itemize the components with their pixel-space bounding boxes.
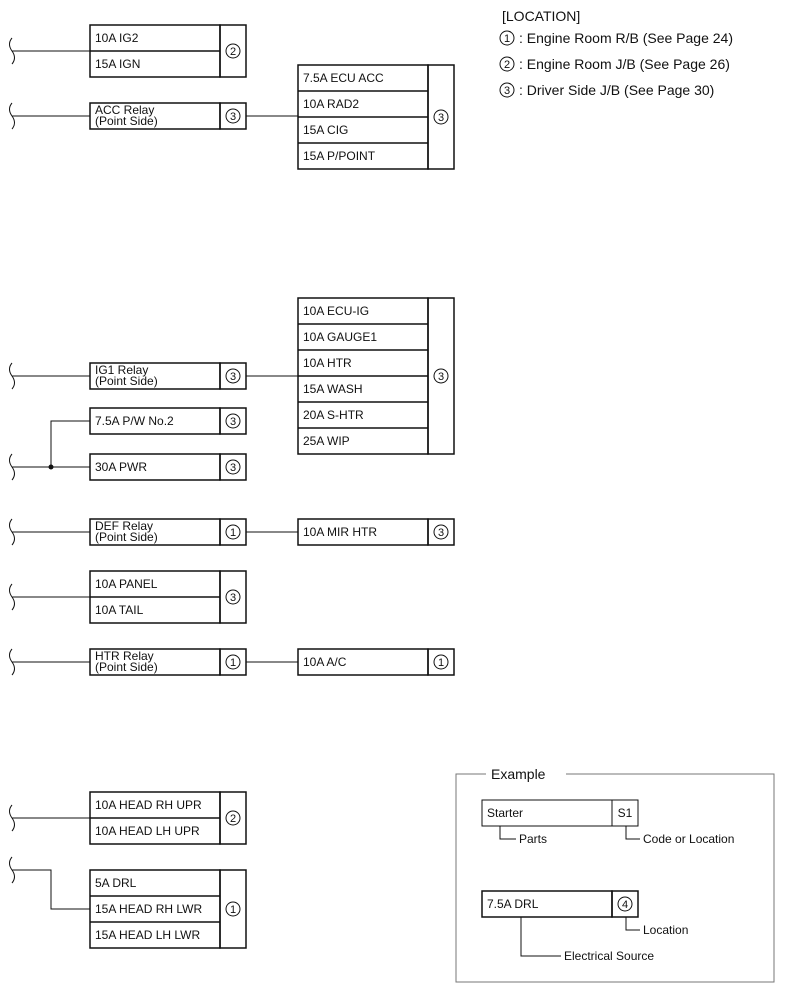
source-caption: Electrical Source [564, 949, 654, 963]
location-item-number: 2 [504, 59, 510, 71]
relay-label: ACC Relay [95, 103, 154, 117]
fuse-label: 10A TAIL [95, 603, 144, 617]
fuse-label: 5A DRL [95, 876, 137, 890]
location-number: 3 [230, 592, 236, 604]
fuse-block-acc-group: 7.5A ECU ACC 10A RAD2 15A CIG 15A P/POIN… [297, 64, 455, 170]
relay-sublabel: (Point Side) [95, 374, 158, 388]
location-number: 1 [438, 657, 444, 669]
fuse-label: 10A HTR [303, 356, 352, 370]
fuse-block-ig1-group: 10A ECU-IG 10A GAUGE1 10A HTR 15A WASH 2… [297, 297, 455, 455]
example-source-block: 7.5A DRL 4 [481, 890, 639, 918]
fuse-label: 15A IGN [95, 57, 140, 71]
example-location-number: 4 [622, 899, 628, 911]
relay-label: IG1 Relay [95, 363, 148, 377]
location-number: 3 [438, 112, 444, 124]
fuse-label: 10A RAD2 [303, 97, 359, 111]
example-part-label: Starter [487, 806, 523, 820]
source-block-pw-no2: 7.5A P/W No.2 3 [89, 407, 247, 435]
source-block-htr-relay: HTR Relay (Point Side) 1 [89, 648, 247, 676]
example-code: S1 [618, 806, 633, 820]
fuse-label: 10A HEAD RH UPR [95, 798, 202, 812]
relay-label: HTR Relay [95, 649, 154, 663]
location-title: [LOCATION] [502, 8, 580, 24]
source-block-def-relay: DEF Relay (Point Side) 1 [89, 518, 247, 546]
location-item-number: 1 [504, 33, 510, 45]
fuse-label: 10A A/C [303, 655, 347, 669]
location-number: 3 [438, 371, 444, 383]
fuse-block-mir-htr: 10A MIR HTR 3 [297, 518, 455, 546]
fuse-label: 7.5A P/W No.2 [95, 414, 174, 428]
junction-dot [48, 464, 54, 470]
location-item-text: : Engine Room J/B (See Page 26) [519, 56, 730, 72]
example-title: Example [491, 766, 546, 782]
source-block-ig1-relay: IG1 Relay (Point Side) 3 [89, 362, 247, 390]
location-item-number: 3 [504, 85, 510, 97]
source-block-drl-head-lwr: 5A DRL 15A HEAD RH LWR 15A HEAD LH LWR 1 [89, 869, 247, 949]
fuse-label: 7.5A ECU ACC [303, 71, 384, 85]
location-number: 1 [230, 527, 236, 539]
source-block-acc-relay: ACC Relay (Point Side) 3 [89, 102, 247, 130]
fuse-label: 15A P/POINT [303, 149, 376, 163]
location-number: 1 [230, 657, 236, 669]
relay-label: DEF Relay [95, 519, 153, 533]
relay-sublabel: (Point Side) [95, 660, 158, 674]
location-number: 2 [230, 46, 236, 58]
location-number: 3 [230, 111, 236, 123]
relay-sublabel: (Point Side) [95, 114, 158, 128]
location-number: 3 [230, 371, 236, 383]
location-number: 3 [230, 416, 236, 428]
fuse-label: 10A IG2 [95, 31, 139, 45]
fuse-label: 10A HEAD LH UPR [95, 824, 200, 838]
location-item-3: 3 : Driver Side J/B (See Page 30) [499, 82, 714, 98]
wires [9, 37, 298, 910]
source-block-panel-tail: 10A PANEL 10A TAIL 3 [89, 570, 247, 624]
fuse-label: 20A S-HTR [303, 408, 364, 422]
source-block-ig2-ign: 10A IG2 15A IGN 2 [89, 24, 247, 78]
location-number: 2 [230, 813, 236, 825]
example-part-block: Starter S1 [481, 799, 639, 827]
fuse-label: 10A ECU-IG [303, 304, 369, 318]
source-block-pwr: 30A PWR 3 [89, 453, 247, 481]
location-item-2: 2 : Engine Room J/B (See Page 26) [499, 56, 730, 72]
fuse-label: 10A MIR HTR [303, 525, 377, 539]
source-block-head-upr: 10A HEAD RH UPR 10A HEAD LH UPR 2 [89, 791, 247, 845]
code-caption: Code or Location [643, 832, 734, 846]
location-item-text: : Driver Side J/B (See Page 30) [519, 82, 714, 98]
fuse-block-ac: 10A A/C 1 [297, 648, 455, 676]
fuse-label: 15A CIG [303, 123, 348, 137]
parts-caption: Parts [519, 832, 547, 846]
fuse-label: 25A WIP [303, 434, 350, 448]
location-caption: Location [643, 923, 688, 937]
fuse-label: 15A HEAD RH LWR [95, 902, 202, 916]
fuse-label: 30A PWR [95, 460, 147, 474]
example-source-label: 7.5A DRL [487, 897, 539, 911]
wire-branch [50, 420, 90, 467]
fuse-label: 10A PANEL [95, 577, 158, 591]
fuse-label: 15A HEAD LH LWR [95, 928, 200, 942]
location-item-text: : Engine Room R/B (See Page 24) [519, 30, 733, 46]
example-box: Example Starter S1 Parts Code or Locatio… [455, 766, 775, 983]
location-number: 1 [230, 904, 236, 916]
wire [12, 869, 90, 910]
fuse-label: 10A GAUGE1 [303, 330, 377, 344]
location-number: 3 [438, 527, 444, 539]
fuse-label: 15A WASH [303, 382, 363, 396]
location-item-1: 1 : Engine Room R/B (See Page 24) [499, 30, 733, 46]
location-number: 3 [230, 462, 236, 474]
location-legend: [LOCATION] 1 : Engine Room R/B (See Page… [499, 8, 733, 98]
relay-sublabel: (Point Side) [95, 530, 158, 544]
